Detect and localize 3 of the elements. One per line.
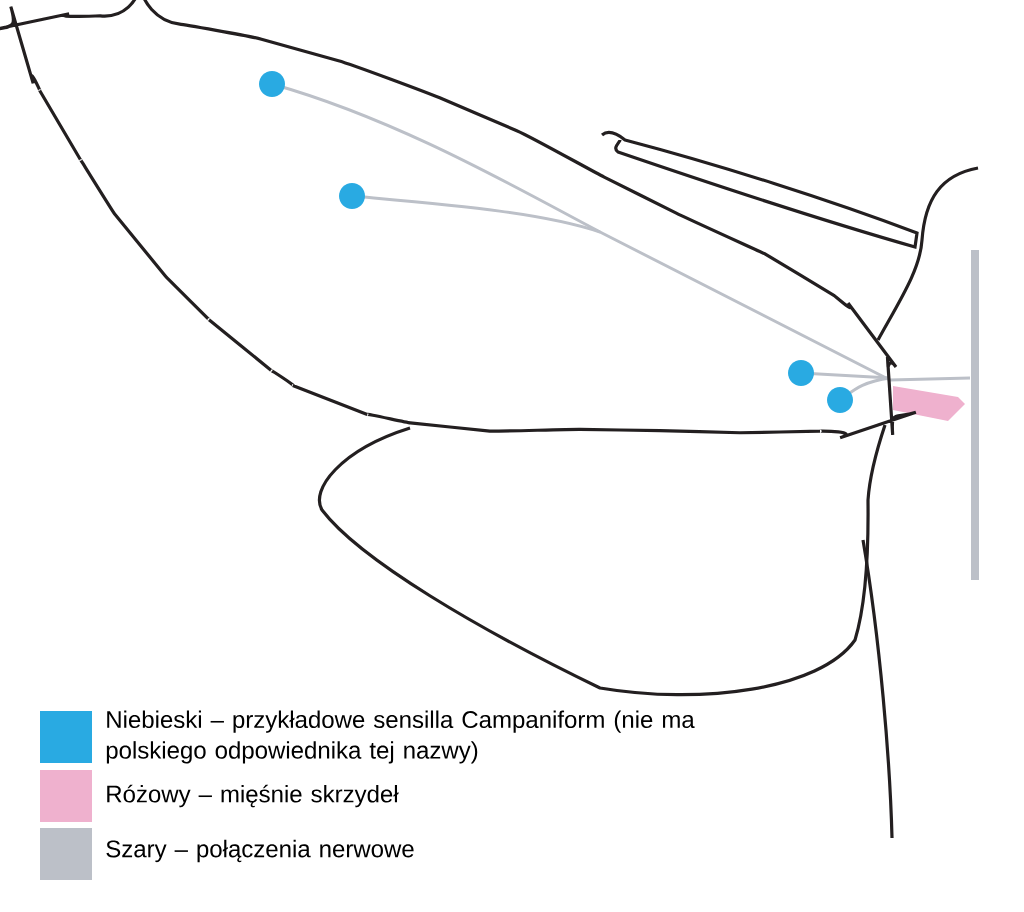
legend-text: Szary – połączenia nerwowe: [106, 839, 414, 863]
legend-text: Różowy – mięśnie skrzydeł: [107, 784, 399, 808]
legend-text: Niebieski – przykładowe sensilla Campaniform (nie ma polskiego odpowiednika tej nazwy): [106, 710, 695, 764]
